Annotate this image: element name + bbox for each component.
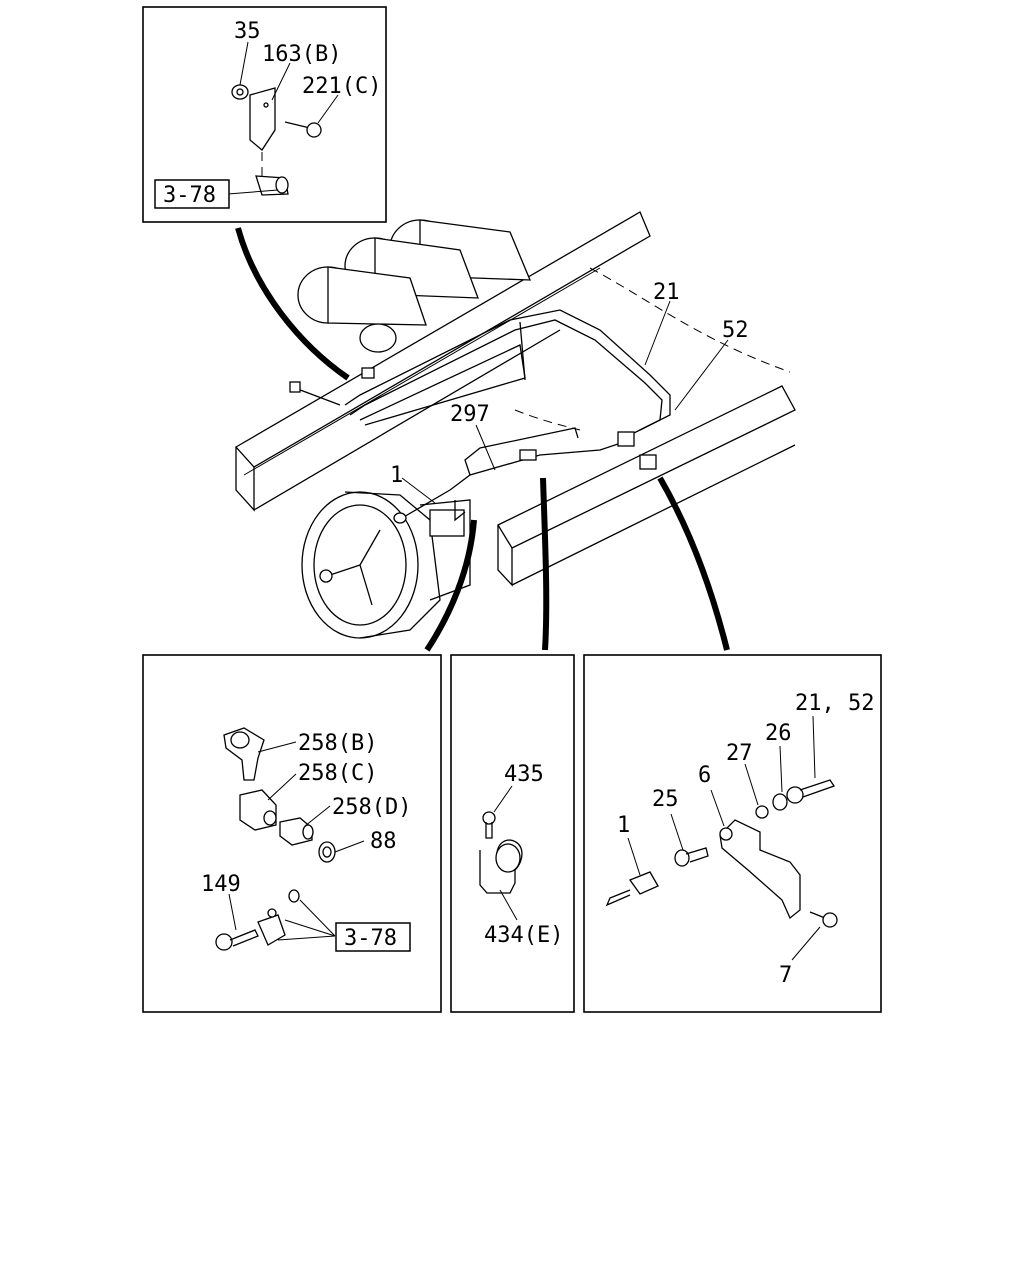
bolt-149 [215,929,259,951]
ref-box-bottom-left-label: 3-78 [344,926,397,951]
callout-6: 6 [698,763,711,788]
washer-27 [755,805,769,819]
callout-7: 7 [779,963,792,988]
leader-arc-top-left [235,227,350,381]
bolt-21-52 [786,779,836,804]
leader-arc-bottom-middle [540,477,550,651]
callout-221c: 221(C) [302,74,381,99]
fitting-258d [279,817,314,846]
callout-1-inset: 1 [617,813,630,838]
inset-frame-bottom-middle [450,654,575,1013]
callout-435: 435 [504,762,544,787]
nut-35 [231,84,249,100]
ref-box-top-left-label: 3-78 [163,183,216,208]
callout-163b: 163(B) [262,42,341,67]
crossmember-line [589,267,791,373]
ref-box-top-left [154,179,230,209]
leader-arc-bottom-left [424,519,477,652]
callout-258d: 258(D) [332,795,411,820]
ref-box-bottom-left [335,922,411,952]
frame-rail-left [234,211,651,512]
callout-27: 27 [726,741,753,766]
callout-52: 52 [722,318,749,343]
crossmember-line-2 [514,409,581,431]
clamp-3-78-bottom [257,889,300,946]
sensor-1 [605,871,659,907]
inset-frame-bottom-right [583,654,882,1013]
transmission-housing [301,491,471,639]
bracket-6 [719,819,801,920]
bolt-221c [284,121,322,138]
fitting-258c [239,789,277,831]
cable-297 [393,427,657,524]
callout-1-main: 1 [390,463,403,488]
nut-26 [772,793,788,811]
callout-434e: 434(E) [484,923,563,948]
callout-149: 149 [201,872,241,897]
clamp-3-78-top [255,175,289,196]
bolt-7 [809,911,838,928]
callout-25: 25 [652,787,679,812]
inset-frame-bottom-left [142,654,442,1013]
callout-258b: 258(B) [298,731,377,756]
inset-frame-top-left [142,6,387,223]
callout-21: 21 [653,280,680,305]
fitting-258b [223,727,265,781]
callout-21-52: 21, 52 [795,691,874,716]
air-tanks [297,219,531,353]
callout-258c: 258(C) [298,761,377,786]
clamp-434e [479,839,523,894]
callout-35: 35 [234,19,261,44]
callout-88: 88 [370,829,397,854]
fitting-25 [674,847,709,867]
bracket-163b [249,87,276,151]
leader-lines [227,41,821,961]
bolt-435 [482,811,496,839]
washer-88 [318,841,336,863]
callout-26: 26 [765,721,792,746]
pipe-21-52 [289,309,671,436]
leader-arc-bottom-right [657,476,730,651]
frame-rail-right [497,385,796,587]
callout-297: 297 [450,402,490,427]
